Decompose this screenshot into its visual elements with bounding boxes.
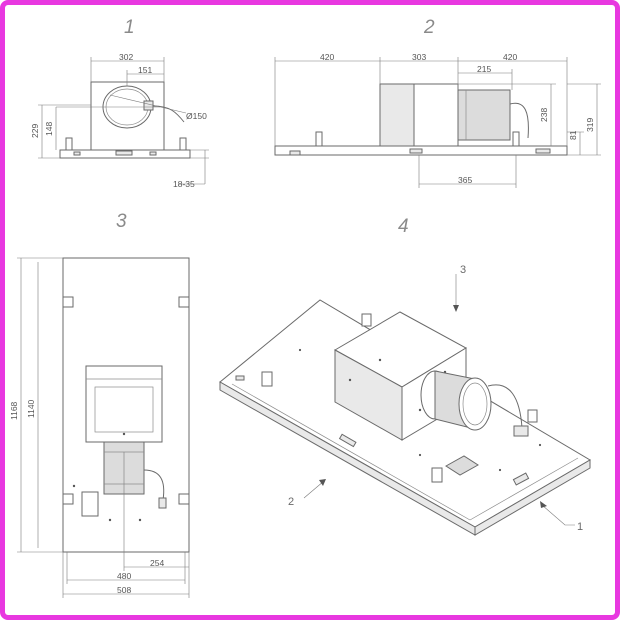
dim-508: 508 xyxy=(117,585,131,595)
view-2-cable xyxy=(509,102,529,139)
dim-302: 302 xyxy=(119,52,133,62)
dim-420-right: 420 xyxy=(503,52,517,62)
view-3-cable xyxy=(143,469,165,501)
dim-229: 229 xyxy=(30,124,40,138)
view-3-motor-box xyxy=(85,365,163,443)
view-4-duct-opening xyxy=(458,377,492,431)
dim-303: 303 xyxy=(412,52,426,62)
dim-1168: 1168 xyxy=(9,401,19,420)
dim-420-left: 420 xyxy=(320,52,334,62)
view-4-label: 4 xyxy=(398,216,409,237)
view-1-label: 1 xyxy=(124,17,135,38)
callout-2: 2 xyxy=(288,496,294,508)
dim-254: 254 xyxy=(150,558,164,568)
dim-18-35: 18-35 xyxy=(173,179,195,189)
dim-215: 215 xyxy=(477,64,491,74)
view-2-label: 2 xyxy=(423,17,435,38)
callout-3: 3 xyxy=(460,264,466,276)
dim-1140: 1140 xyxy=(26,399,36,418)
view-3-top: 3 1168 1140 254 480 xyxy=(9,211,190,598)
dim-81: 81 xyxy=(568,130,578,140)
dim-480: 480 xyxy=(117,571,131,581)
dim-319: 319 xyxy=(585,118,595,132)
view-4-isometric: 4 3 xyxy=(219,216,591,536)
view-3-label: 3 xyxy=(116,211,127,232)
dim-148: 148 xyxy=(44,122,54,136)
view-1-front: 1 302 151 229 148 Ø150 xyxy=(30,17,209,189)
view-2-duct xyxy=(457,89,511,141)
view-2-side: 2 420 303 420 215 238 81 xyxy=(274,17,601,188)
view-4-cable xyxy=(487,384,523,429)
dim-238: 238 xyxy=(539,108,549,122)
dim-diameter-150: Ø150 xyxy=(186,111,207,121)
dim-365: 365 xyxy=(458,175,472,185)
callout-1: 1 xyxy=(577,521,583,533)
dim-151: 151 xyxy=(138,65,152,75)
